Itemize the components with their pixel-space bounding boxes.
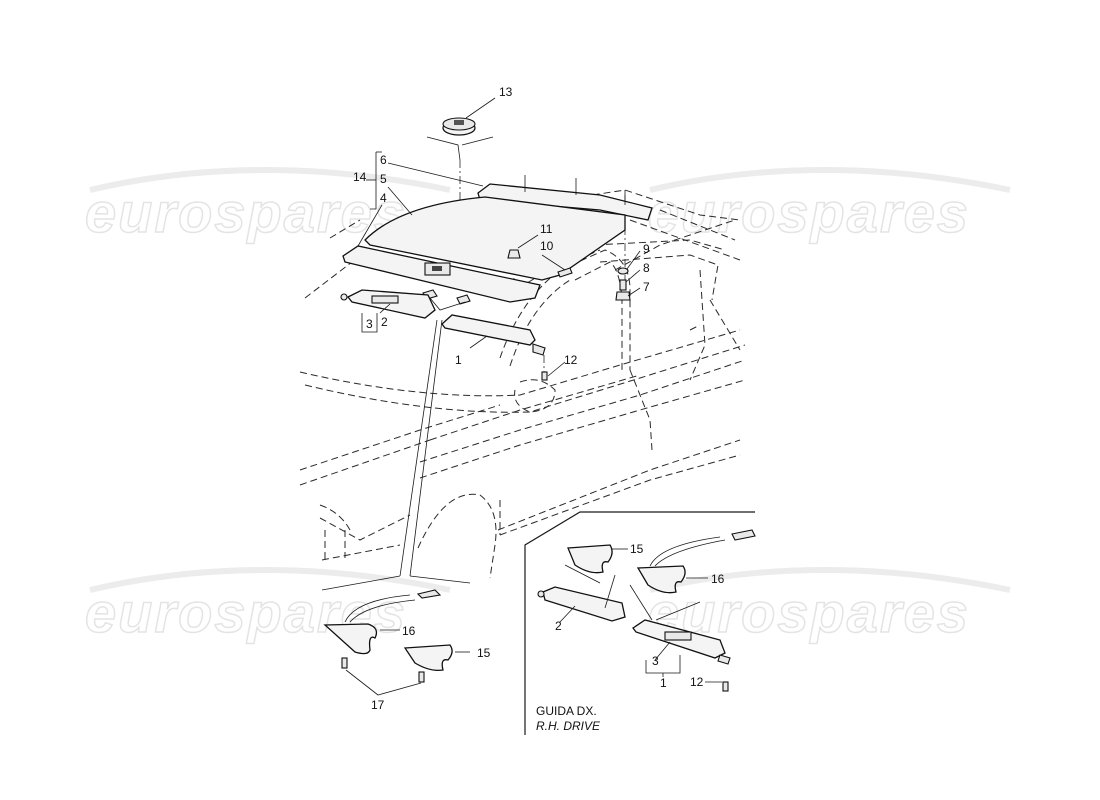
watermark-top-left: eurospares xyxy=(84,167,451,245)
watermark-text: eurospares xyxy=(648,181,970,244)
part-2-sun-visor-left xyxy=(340,289,436,319)
label-13: 13 xyxy=(499,85,513,99)
label-8: 8 xyxy=(643,261,650,275)
label-1-inset: 1 xyxy=(660,676,667,690)
label-6: 6 xyxy=(380,153,387,167)
inset-part-1-sun-visor xyxy=(632,619,731,665)
label-7: 7 xyxy=(643,280,650,294)
label-5: 5 xyxy=(380,172,387,186)
part-7-nut xyxy=(615,291,631,301)
part-9-washer xyxy=(617,267,629,275)
label-3: 3 xyxy=(366,317,373,331)
watermark-text: eurospares xyxy=(85,181,407,244)
part-5-headliner xyxy=(364,196,626,281)
label-16-inset: 16 xyxy=(711,572,725,586)
label-9: 9 xyxy=(643,242,650,256)
rh-drive-inset: GUIDA DX. R.H. DRIVE xyxy=(524,511,756,735)
clip-leader xyxy=(429,297,466,311)
label-14: 14 xyxy=(353,170,367,184)
watermark-bottom-left: eurospares xyxy=(84,567,451,645)
leader-line xyxy=(321,575,401,591)
label-2: 2 xyxy=(381,315,388,329)
watermark-bottom-right: eurospares xyxy=(647,567,1011,645)
part-10-screw xyxy=(557,267,573,278)
label-11: 11 xyxy=(540,222,553,236)
part-11-nut xyxy=(507,249,521,259)
part-16-interior-lamp-with-wiring xyxy=(323,589,442,655)
label-17: 17 xyxy=(371,698,385,712)
part-labels: 1 2 3 4 5 6 7 8 9 10 11 12 13 14 15 16 1… xyxy=(353,85,725,712)
part-8-bolt xyxy=(619,279,627,291)
label-15-inset: 15 xyxy=(630,542,644,556)
watermark-text: eurospares xyxy=(648,581,970,644)
part-13-roof-clip xyxy=(426,97,496,161)
inset-note-english: R.H. DRIVE xyxy=(536,719,601,733)
inset-part-16-lamp-with-wiring xyxy=(636,529,756,594)
inset-part-15-lamp xyxy=(567,544,628,574)
label-16-left: 16 xyxy=(402,624,416,638)
part-17-screws xyxy=(341,657,425,696)
watermark-top-right: eurospares xyxy=(647,167,1011,245)
leader-line xyxy=(409,319,443,577)
inset-part-12-screw xyxy=(705,681,729,692)
part-12-screw xyxy=(541,355,548,381)
visor-clip-right xyxy=(456,294,471,305)
label-12-inset: 12 xyxy=(690,675,704,689)
part-1-sun-visor-right xyxy=(441,314,546,356)
leader-line xyxy=(399,319,438,577)
label-1: 1 xyxy=(455,353,462,367)
label-12: 12 xyxy=(564,353,578,367)
car-body-outline xyxy=(299,189,746,579)
part-15-interior-lamp xyxy=(403,644,470,671)
label-10: 10 xyxy=(540,239,554,253)
inset-note-italian: GUIDA DX. xyxy=(536,704,597,718)
label-4: 4 xyxy=(380,191,387,205)
label-2-inset: 2 xyxy=(555,619,562,633)
label-15-left: 15 xyxy=(477,646,491,660)
inset-part-2-sun-visor xyxy=(537,586,626,623)
label-leaders xyxy=(357,151,641,377)
label-3-inset: 3 xyxy=(652,654,659,668)
leader-line xyxy=(409,575,471,584)
